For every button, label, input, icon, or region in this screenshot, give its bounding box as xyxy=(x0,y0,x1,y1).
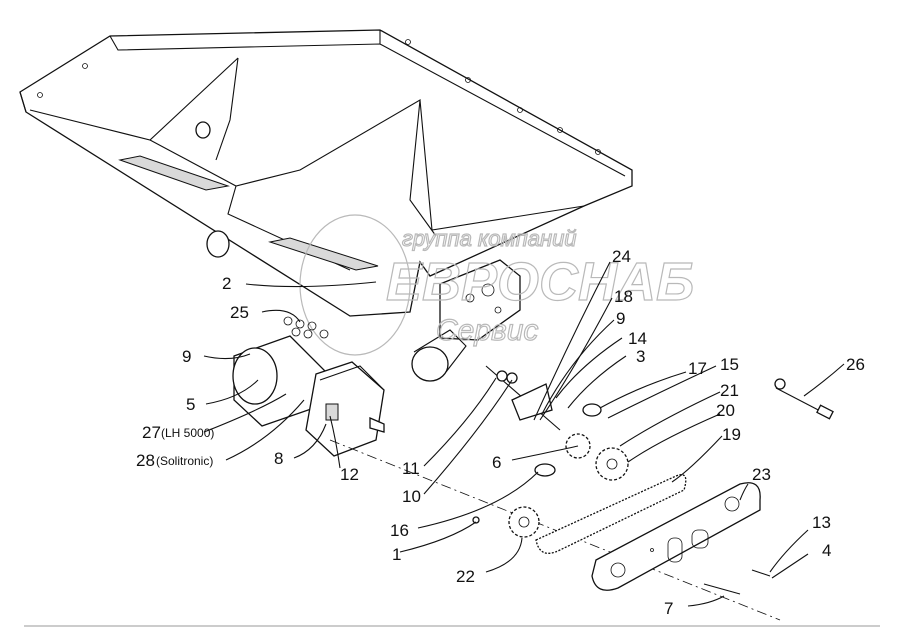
callout-11: 11 xyxy=(402,459,420,478)
callout-24: 24 xyxy=(612,247,631,266)
callout-12: 12 xyxy=(340,465,359,484)
callout-17: 17 xyxy=(688,359,707,378)
callout-7: 7 xyxy=(664,599,673,618)
leader-lines xyxy=(203,261,845,607)
callout-20: 20 xyxy=(716,401,735,420)
callout-26: 26 xyxy=(846,355,865,374)
callout-14: 14 xyxy=(628,329,647,348)
callout-25: 25 xyxy=(230,303,249,322)
watermark-line-3: Сервис xyxy=(436,314,538,347)
callout-9b: 9 xyxy=(616,309,625,328)
callout-4: 4 xyxy=(822,541,831,560)
callout-16: 16 xyxy=(390,521,409,540)
watermark-line-1: группа компаний xyxy=(402,226,577,251)
callout-2: 2 xyxy=(222,274,231,293)
drive-train xyxy=(329,365,834,621)
callout-28-note: (Solitronic) xyxy=(156,454,213,468)
callout-15: 15 xyxy=(720,355,739,374)
watermark: группа компаний ЕВРОСНАБ Сервис xyxy=(299,214,695,356)
callout-9: 9 xyxy=(182,347,191,366)
watermark-line-2: ЕВРОСНАБ xyxy=(386,252,694,312)
callout-6: 6 xyxy=(492,453,501,472)
callout-19: 19 xyxy=(722,425,741,444)
hopper-assembly xyxy=(19,29,633,382)
callout-5: 5 xyxy=(186,395,195,414)
callout-27-note: (LH 5000) xyxy=(161,426,214,440)
callout-13: 13 xyxy=(812,513,831,532)
callout-23: 23 xyxy=(752,465,771,484)
callout-18: 18 xyxy=(614,287,633,306)
callout-27: 27 xyxy=(142,423,161,442)
callout-1: 1 xyxy=(392,545,401,564)
callout-labels: 2 25 9 5 27 (LH 5000) 28 (Solitronic) 8 … xyxy=(136,247,865,618)
motor-assembly xyxy=(232,316,385,457)
callout-3: 3 xyxy=(636,347,645,366)
callout-8: 8 xyxy=(274,449,283,468)
callout-21: 21 xyxy=(720,381,739,400)
callout-22: 22 xyxy=(456,567,475,586)
callout-28: 28 xyxy=(136,451,155,470)
callout-10: 10 xyxy=(402,487,421,506)
